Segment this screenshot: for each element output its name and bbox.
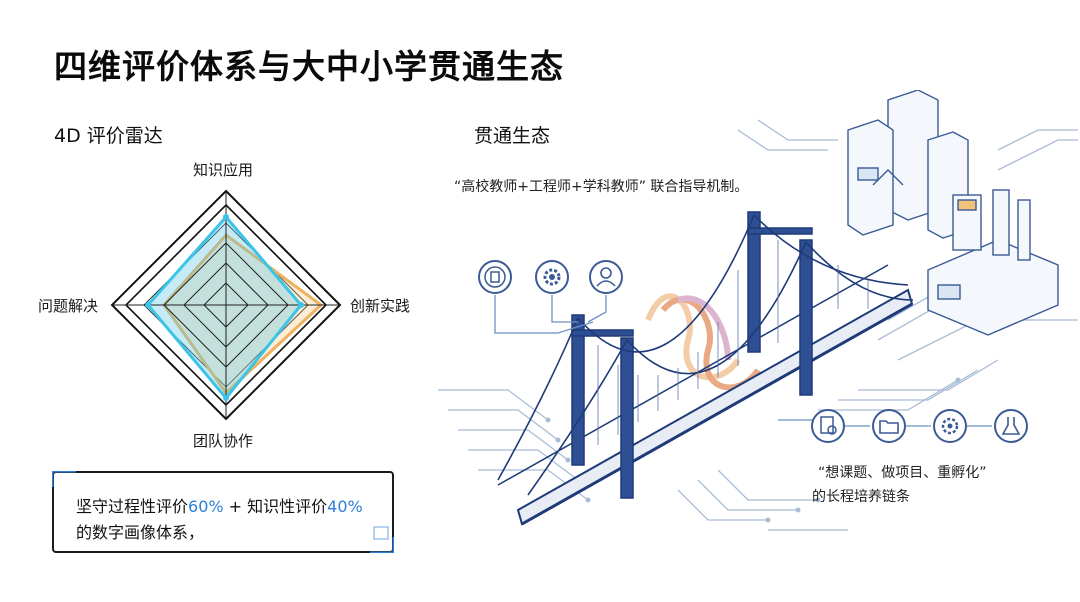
mechanism-text: “高校教师+工程师+学科教师” 联合指导机制。 [454,179,749,195]
chain-text-line-1: “想课题、做项目、重孵化” [818,465,987,481]
radar-axis-label-left: 问题解决 [38,297,99,315]
document-search-icon [811,409,845,443]
radar-chart [110,189,342,421]
radar-point [223,214,229,220]
flask-icon [994,409,1028,443]
factory [927,189,1059,336]
bridge-suspenders [597,240,869,445]
ecosystem-heading: 贯通生态 [474,125,551,147]
chain-text-line-2: 的长程培养链条 [812,489,910,505]
city-buildings [847,90,969,239]
radar-axis-label-top: 知识应用 [193,161,254,179]
team-gear-icon [933,409,967,443]
box-text-knowledge: + 知识性评价 [223,497,328,516]
person-icon [589,260,623,294]
gear-icon [535,260,569,294]
bridge-tower-right [747,211,813,396]
bridge-tower-left [571,314,634,499]
radar-axis-label-right: 创新实践 [350,297,411,315]
school-emblem-icon [478,260,512,294]
radar-axis-label-bottom: 团队协作 [193,432,254,450]
evaluation-box: 坚守过程性评价60% + 知识性评价40% 的数字画像体系， [52,471,394,553]
radar-point [298,302,304,308]
box-line-1: 坚守过程性评价60% + 知识性评价40% [76,493,363,517]
box-pct-knowledge: 40% [327,497,363,516]
bridge-illustration [438,90,1078,531]
box-corner-accent [52,471,394,553]
slide-title: 四维评价体系与大中小学贯通生态 [54,47,564,86]
radar-heading: 4D 评价雷达 [54,125,163,147]
bridge-deck [497,264,914,526]
box-line-2: 的数字画像体系， [76,523,205,542]
radar-point [223,395,229,401]
bridge-cables [497,214,914,496]
box-text-process: 坚守过程性评价 [76,497,189,516]
folder-icon [872,409,906,443]
radar-point [145,302,151,308]
box-pct-process: 60% [188,497,224,516]
